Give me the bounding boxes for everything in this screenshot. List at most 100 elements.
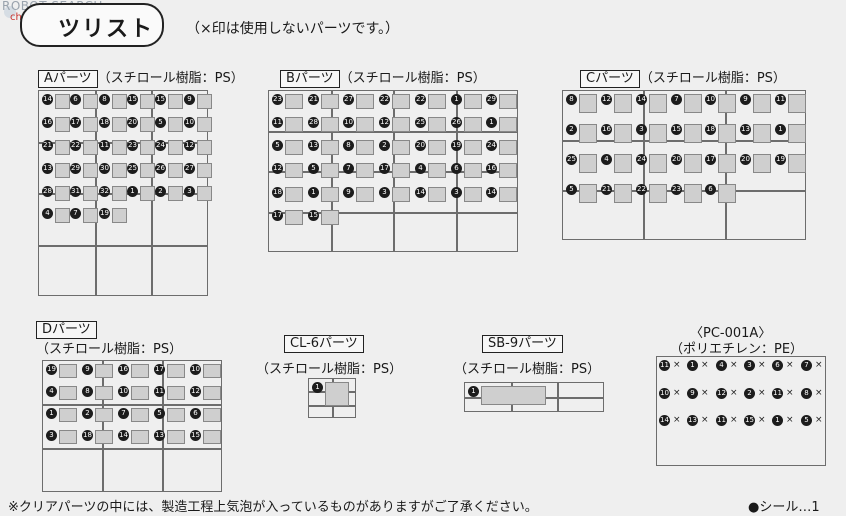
sprue-part (428, 94, 446, 109)
part-number-badge: 15 (155, 94, 166, 105)
part-number-badge: 12 (184, 140, 195, 151)
unused-mark: × (673, 388, 681, 398)
part-number-badge: 11 (272, 117, 283, 128)
part-number-badge: 10 (705, 94, 716, 105)
part-number-badge: 1 (451, 94, 462, 105)
sprue-part (321, 210, 339, 225)
part-number-badge: 7 (70, 208, 81, 219)
part-number-badge: 29 (70, 163, 81, 174)
sprue-part (285, 117, 303, 132)
unused-mark: × (730, 388, 738, 398)
part-number-badge: 5 (308, 163, 319, 174)
part-number-badge: 15 (190, 430, 201, 441)
part-number-badge: 2 (82, 408, 93, 419)
part-number-badge: 11 (716, 415, 727, 426)
sprue-part (392, 140, 410, 155)
part-number-badge: 1 (486, 117, 497, 128)
part-number-badge: 14 (486, 187, 497, 198)
sprue-part (356, 187, 374, 202)
part-number-badge: 4 (42, 208, 53, 219)
part-number-badge: 2 (566, 124, 577, 135)
part-number-badge: 10 (343, 117, 354, 128)
part-number-badge: 3 (184, 186, 195, 197)
section-d-label: Dパーツ (36, 321, 97, 339)
part-number-badge: 22 (379, 94, 390, 105)
sprue-part (285, 210, 303, 225)
part-number-badge: 15 (744, 415, 755, 426)
sprue-part (579, 184, 597, 203)
sprue-part (718, 94, 736, 113)
part-number-badge: 24 (636, 154, 647, 165)
part-number-badge: 12 (601, 94, 612, 105)
unused-mark: × (815, 415, 823, 425)
part-number-badge: 8 (99, 94, 110, 105)
sprue-part (197, 117, 212, 132)
section-d-header: Dパーツ (36, 318, 97, 339)
sprue-runner (643, 90, 645, 240)
sprue-frame (42, 360, 222, 492)
sprue-part (788, 94, 806, 113)
part-number-badge: 9 (184, 94, 195, 105)
sprue-part (140, 94, 155, 109)
sprue-part (464, 140, 482, 155)
sprue-part (649, 94, 667, 113)
sprue-part (392, 187, 410, 202)
section-sb9-label: SB-9パーツ (482, 335, 563, 353)
section-a-material: （スチロール樹脂：PS） (97, 71, 244, 86)
unused-mark: × (786, 388, 794, 398)
sprue-part (684, 124, 702, 143)
part-number-badge: 15 (671, 124, 682, 135)
part-number-badge: 30 (99, 163, 110, 174)
part-number-badge: 32 (99, 186, 110, 197)
sprue-part (131, 430, 149, 444)
part-number-badge: 8 (82, 386, 93, 397)
sprue-part (464, 163, 482, 178)
sprue-part (428, 140, 446, 155)
part-number-badge: 17 (70, 117, 81, 128)
part-number-badge: 7 (671, 94, 682, 105)
sprue-part (203, 408, 221, 422)
section-a-header: Aパーツ（スチロール樹脂：PS） (38, 67, 244, 88)
unused-mark: × (673, 360, 681, 370)
part-number-badge: 24 (486, 140, 497, 151)
section-a-label: Aパーツ (38, 70, 98, 88)
part-number-badge: 3 (379, 187, 390, 198)
part-number-badge: 3 (744, 360, 755, 371)
sprue-part (392, 94, 410, 109)
sprue-part (59, 364, 77, 378)
sprue-part (464, 117, 482, 132)
part-number-badge: 4 (415, 163, 426, 174)
part-number-badge: 28 (42, 186, 53, 197)
footer-note: ※クリアパーツの中には、製造工程上気泡が入っているものがありますがご了承ください… (8, 500, 538, 515)
sprue-part (684, 154, 702, 173)
section-d-material: （スチロール樹脂：PS） (36, 342, 183, 357)
unused-mark: × (730, 360, 738, 370)
section-d-material-row: （スチロール樹脂：PS） (36, 338, 182, 357)
part-number-badge: 26 (155, 163, 166, 174)
part-number-badge: 9 (687, 388, 698, 399)
sprue-frame (656, 356, 826, 466)
part-number-badge: 13 (308, 140, 319, 151)
sprue-part (753, 124, 771, 143)
part-number-badge: 12 (190, 386, 201, 397)
sprue-part (83, 208, 98, 223)
part-number-badge: 18 (99, 117, 110, 128)
part-number-badge: 14 (659, 415, 670, 426)
sprue-part (718, 154, 736, 173)
sprue-part (197, 94, 212, 109)
part-number-badge: 17 (705, 154, 716, 165)
sprue-part (649, 124, 667, 143)
sprue-part (428, 117, 446, 132)
part-number-badge: 4 (46, 386, 57, 397)
part-number-badge: 6 (451, 163, 462, 174)
unused-mark: × (701, 388, 709, 398)
part-number-badge: 7 (801, 360, 812, 371)
section-b-header: Bパーツ（スチロール樹脂：PS） (280, 67, 486, 88)
sprue-part (788, 154, 806, 173)
sprue-part (59, 408, 77, 422)
part-number-badge: 4 (601, 154, 612, 165)
sprue-part (112, 117, 127, 132)
part-number-badge: 5 (154, 408, 165, 419)
sprue-part (55, 208, 70, 223)
